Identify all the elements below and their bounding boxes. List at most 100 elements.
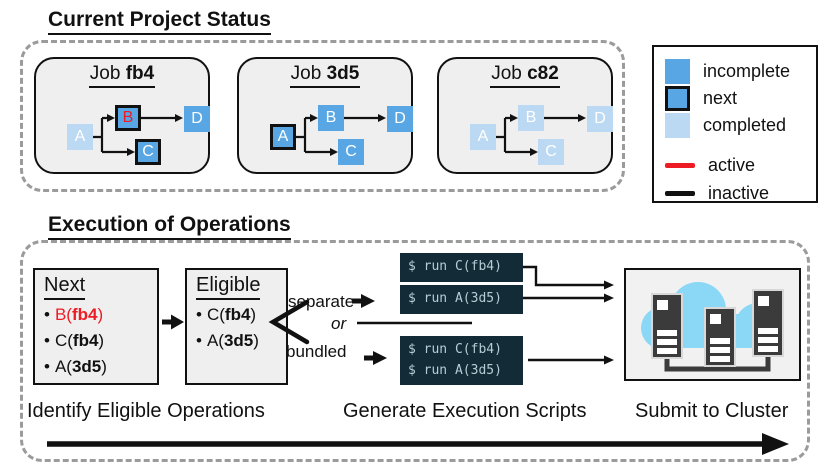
bullet-icon: • bbox=[196, 305, 202, 324]
job-c82-title: Job c82 bbox=[439, 63, 611, 88]
next-operations-panel: Next •B(fb4) •C(fb4) •A(3d5) bbox=[33, 268, 159, 385]
job-c82-node-C: C bbox=[538, 139, 564, 165]
legend-row-inactive: inactive bbox=[665, 180, 769, 206]
server-right-icon bbox=[752, 289, 784, 357]
item-close: ) bbox=[98, 331, 105, 350]
legend-box: incomplete next completed active inactiv… bbox=[652, 45, 818, 203]
dag-edge-lines bbox=[496, 116, 578, 154]
job-c82-title-id: c82 bbox=[527, 63, 559, 84]
job-3d5-node-B: B bbox=[318, 105, 344, 131]
legend-label-active: active bbox=[708, 154, 756, 175]
job-c82-node-B: B bbox=[518, 105, 544, 131]
legend-label-incomplete: incomplete bbox=[703, 60, 791, 81]
eligible-item-c-fb4: •C(fb4) bbox=[196, 302, 286, 328]
completed-swatch-icon bbox=[665, 112, 690, 138]
script-box-separate-2: $ run A(3d5) bbox=[400, 285, 523, 314]
item-job-id: fb4 bbox=[72, 331, 99, 350]
item-close: ) bbox=[250, 305, 257, 324]
stage-label-submit: Submit to Cluster bbox=[635, 400, 789, 422]
next-item-c-fb4: •C(fb4) bbox=[44, 328, 157, 354]
legend-row-active: active bbox=[665, 152, 755, 178]
bundled-branch-label: bundled bbox=[286, 342, 347, 361]
stage-label-identify: Identify Eligible Operations bbox=[27, 400, 265, 422]
script-box-bundled: $ run C(fb4) $ run A(3d5) bbox=[400, 336, 523, 385]
execution-of-operations-title: Execution of Operations bbox=[48, 213, 291, 240]
legend-label-completed: completed bbox=[703, 114, 787, 135]
eligible-panel-title-text: Eligible bbox=[196, 274, 261, 300]
bundled-script-line-1: $ run C(fb4) bbox=[408, 342, 502, 357]
or-label: or bbox=[331, 314, 347, 333]
item-job-id: fb4 bbox=[224, 305, 251, 324]
legend-row-next: next bbox=[665, 85, 737, 111]
dag-edge-arrowheads bbox=[510, 114, 586, 156]
dag-edge-arrowheads bbox=[107, 114, 183, 156]
project-status-container bbox=[20, 40, 625, 192]
job-c82-node-D: D bbox=[587, 106, 613, 132]
job-c82-dag-edges bbox=[496, 114, 586, 156]
job-fb4-dag-edges bbox=[93, 114, 183, 156]
job-card-fb4: Job fb4 A B C D bbox=[34, 57, 210, 174]
item-job-id: fb4 bbox=[71, 305, 98, 324]
script-box-separate-1: $ run C(fb4) bbox=[400, 253, 523, 282]
next-item-a-3d5: •A(3d5) bbox=[44, 354, 157, 380]
bundled-script-line-2: $ run A(3d5) bbox=[408, 363, 502, 378]
job-card-3d5: Job 3d5 A B C D bbox=[237, 57, 413, 174]
bullet-icon: • bbox=[44, 305, 50, 324]
legend-row-completed: completed bbox=[665, 112, 786, 138]
item-close: ) bbox=[97, 305, 104, 324]
incomplete-swatch-icon bbox=[665, 58, 690, 84]
current-project-status-title: Current Project Status bbox=[48, 8, 271, 35]
legend-row-incomplete: incomplete bbox=[665, 58, 790, 84]
next-swatch-icon bbox=[665, 85, 690, 111]
eligible-operations-panel: Eligible •C(fb4) •A(3d5) bbox=[185, 268, 288, 385]
job-card-c82: Job c82 A B C D bbox=[437, 57, 613, 174]
item-job-id: 3d5 bbox=[223, 331, 254, 350]
execution-container bbox=[20, 240, 810, 462]
item-close: ) bbox=[253, 331, 259, 350]
job-fb4-title: Job fb4 bbox=[36, 63, 208, 88]
execution-of-operations-title-text: Execution of Operations bbox=[48, 213, 291, 240]
separate-branch-label: separate bbox=[288, 292, 355, 311]
server-towers-icon bbox=[651, 289, 784, 367]
next-panel-title: Next bbox=[44, 274, 157, 300]
job-c82-title-prefix: Job bbox=[491, 63, 528, 84]
job-3d5-title-id: 3d5 bbox=[326, 63, 360, 84]
cluster-illustration bbox=[641, 282, 784, 372]
item-job-id: 3d5 bbox=[71, 357, 102, 376]
bullet-icon: • bbox=[44, 357, 50, 376]
next-item-b-fb4: •B(fb4) bbox=[44, 302, 157, 328]
cluster-box bbox=[624, 268, 801, 381]
eligible-panel-title: Eligible bbox=[196, 274, 286, 300]
job-fb4-node-C: C bbox=[135, 139, 161, 165]
job-fb4-title-prefix: Job bbox=[89, 63, 126, 84]
eligible-item-a-3d5: •A(3d5) bbox=[196, 328, 286, 354]
job-3d5-node-A: A bbox=[270, 124, 296, 150]
item-op: A( bbox=[54, 357, 72, 376]
job-3d5-node-D: D bbox=[387, 106, 413, 132]
next-panel-title-text: Next bbox=[44, 274, 86, 300]
job-fb4-node-A: A bbox=[67, 124, 93, 150]
dag-edge-lines bbox=[93, 116, 175, 154]
server-left-icon bbox=[651, 293, 683, 359]
job-fb4-title-id: fb4 bbox=[125, 63, 155, 84]
job-3d5-title: Job 3d5 bbox=[239, 63, 411, 88]
bullet-icon: • bbox=[44, 331, 50, 350]
job-3d5-title-prefix: Job bbox=[290, 63, 327, 84]
active-line-icon bbox=[665, 162, 695, 168]
job-c82-node-A: A bbox=[470, 124, 496, 150]
current-project-status-title-text: Current Project Status bbox=[48, 8, 271, 35]
dag-edge-lines bbox=[296, 116, 378, 154]
server-middle-icon bbox=[704, 307, 736, 367]
item-op: B( bbox=[54, 305, 72, 324]
legend-label-next: next bbox=[703, 87, 738, 108]
item-op: A( bbox=[206, 331, 224, 350]
item-op: C( bbox=[206, 305, 225, 324]
job-fb4-node-D: D bbox=[184, 106, 210, 132]
bullet-icon: • bbox=[196, 331, 202, 350]
job-3d5-dag-edges bbox=[296, 114, 386, 156]
job-3d5-node-C: C bbox=[338, 139, 364, 165]
item-close: ) bbox=[101, 357, 107, 376]
legend-label-inactive: inactive bbox=[708, 182, 770, 203]
inactive-line-icon bbox=[665, 190, 695, 196]
stage-label-generate: Generate Execution Scripts bbox=[343, 400, 587, 422]
